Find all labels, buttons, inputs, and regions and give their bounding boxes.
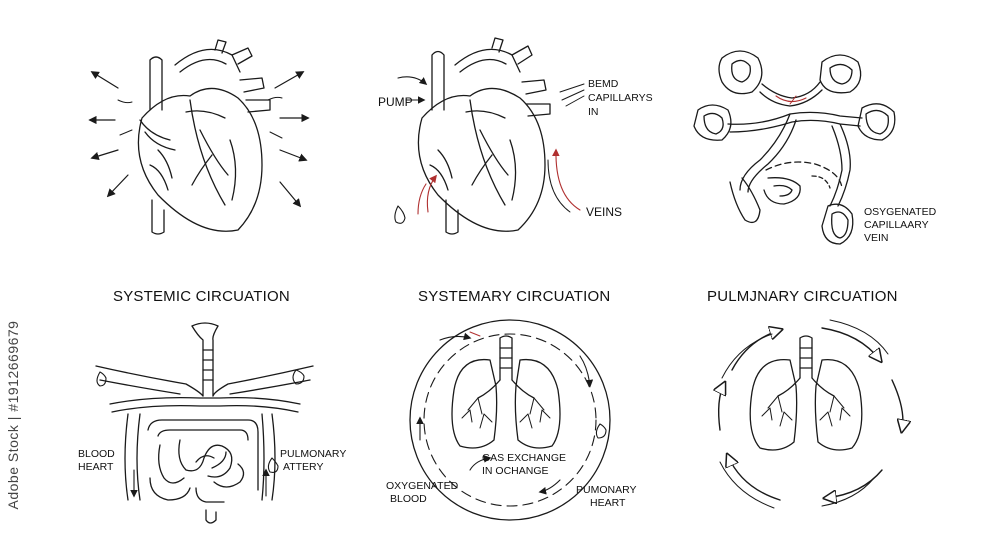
heart-illustration-2 — [394, 37, 585, 235]
label-gas-exchange: GAS EXCHANGE — [482, 452, 567, 464]
label-in: IN — [588, 106, 599, 118]
stock-id-watermark: Adobe Stock | #1912669679 — [4, 290, 22, 540]
label-in-ochange: IN OCHANGE — [482, 465, 549, 477]
title-systemary-circulation: SYSTEMARY CIRCUATION — [418, 288, 611, 305]
systemic-body-diagram — [95, 322, 314, 524]
capillary-network — [693, 50, 896, 245]
systemary-lungs-diagram — [409, 319, 611, 521]
label-pump: PUMP — [378, 95, 413, 109]
stock-id-text: Adobe Stock | #1912669679 — [5, 320, 21, 510]
label-pumonary: PUMONARY — [576, 484, 637, 496]
label-heart-2: HEART — [590, 497, 626, 509]
label-attery: ATTERY — [283, 461, 324, 473]
label-vein: VEIN — [864, 232, 889, 244]
label-oxygenated: OXYGENATED — [386, 480, 459, 492]
label-blood: BLOOD — [78, 448, 115, 460]
label-bemd: BEMD — [588, 78, 619, 90]
heart-illustration-1 — [88, 39, 310, 235]
label-blood-2: BLOOD — [390, 493, 427, 505]
label-capillaary: CAPILLAARY — [864, 219, 929, 231]
label-heart: HEART — [78, 461, 114, 473]
title-systemic-circulation: SYSTEMIC CIRCUATION — [113, 288, 290, 305]
title-pulmonary-circulation: PULMJNARY CIRCUATION — [707, 288, 898, 305]
label-capillarys: CAPILLARYS — [588, 92, 653, 104]
label-osygenated: OSYGENATED — [864, 206, 937, 218]
label-pulmonary: PULMONARY — [280, 448, 347, 460]
pulmonary-lungs-diagram — [719, 319, 903, 509]
label-veins: VEINS — [586, 205, 623, 219]
